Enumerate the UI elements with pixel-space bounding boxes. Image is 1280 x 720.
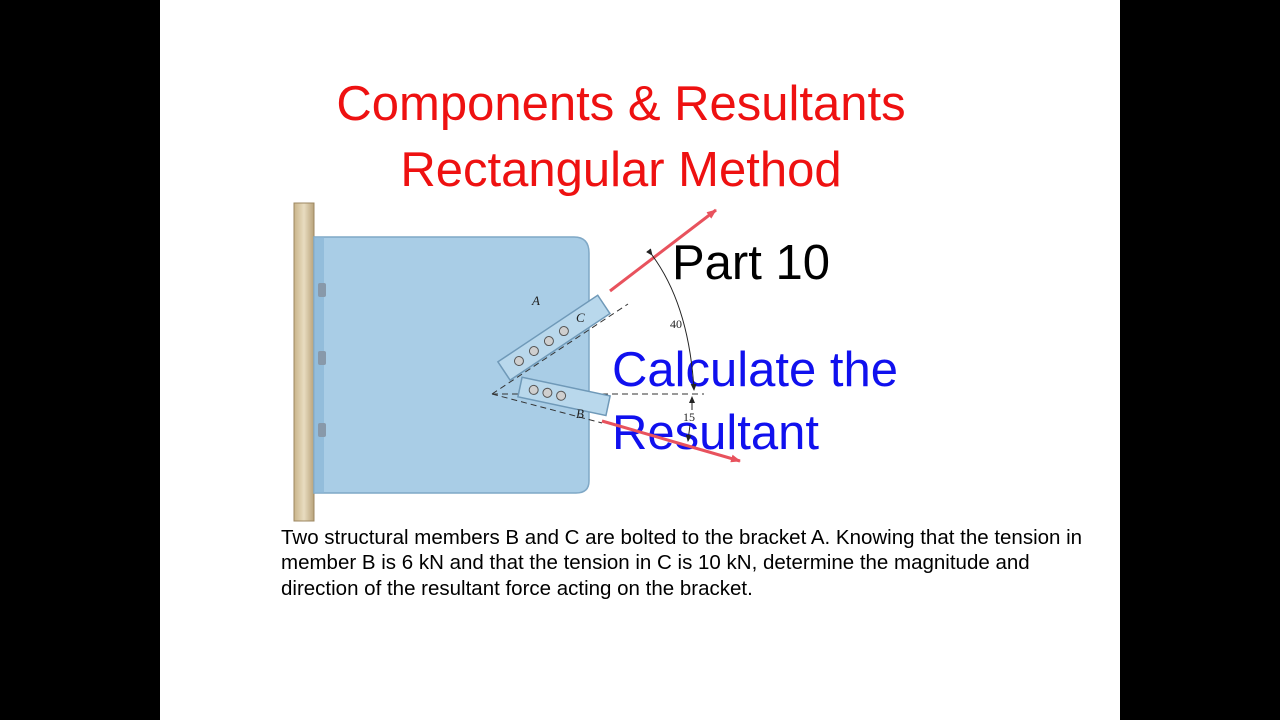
- title-line-2: Rectangular Method: [400, 143, 842, 197]
- angle-label-40: 40: [670, 317, 682, 331]
- slide: Components & Resultants Rectangular Meth…: [160, 0, 1120, 720]
- part-label: Part 10: [672, 236, 830, 290]
- label-bracket-a: A: [531, 293, 540, 308]
- angle-label-15: 15: [683, 410, 695, 424]
- label-member-b: B: [576, 406, 584, 421]
- force-arrow-c: [609, 208, 717, 293]
- problem-statement: Two structural members B and C are bolte…: [281, 526, 1083, 600]
- wall-bolt: [318, 423, 326, 437]
- member-b: [517, 376, 612, 417]
- wall: [293, 202, 315, 522]
- bracket-plate: [313, 236, 590, 494]
- angle-dim-15-bottom: [685, 424, 692, 442]
- title-line-1: Components & Resultants: [336, 77, 906, 131]
- member-b-centerline: [491, 393, 603, 424]
- bracket-diagram: A C B 40 15: [293, 202, 741, 522]
- wall-bolt: [318, 283, 326, 297]
- wall-bolt: [318, 351, 326, 365]
- member-c-centerline: [491, 303, 629, 395]
- label-member-c: C: [576, 310, 585, 325]
- force-arrow-b: [601, 419, 741, 463]
- member-c: [496, 294, 611, 382]
- angle-arc-40: [646, 248, 697, 391]
